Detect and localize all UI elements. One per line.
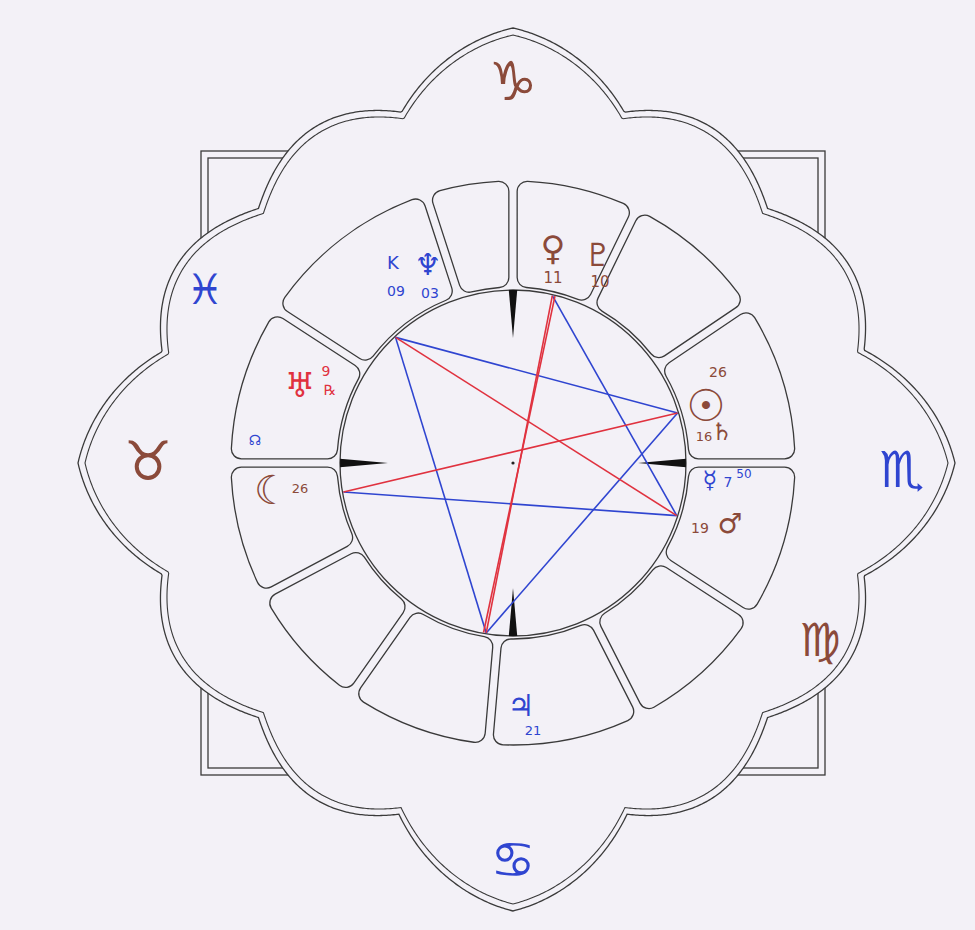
degree-number: 9 bbox=[322, 364, 331, 378]
house-outline bbox=[666, 467, 794, 609]
planet-glyph: ♃ bbox=[508, 691, 535, 721]
degree-number: 16 bbox=[696, 430, 713, 443]
house-outline bbox=[493, 625, 633, 745]
aspect-line bbox=[552, 296, 676, 516]
degree-number: 03 bbox=[421, 286, 439, 300]
planet-glyph: ♂ bbox=[717, 510, 742, 538]
zodiac-sign: ♑ bbox=[489, 55, 537, 109]
axis-marker bbox=[509, 290, 517, 338]
degree-number: 7 bbox=[724, 475, 733, 489]
degree-number: 09 bbox=[387, 284, 405, 298]
aspect-line bbox=[343, 413, 677, 492]
zodiac-sign: ♍ bbox=[799, 617, 840, 663]
planet-glyph: K bbox=[387, 254, 399, 272]
axis-marker bbox=[340, 459, 388, 467]
zodiac-sign: ♏ bbox=[880, 445, 925, 495]
house-outline bbox=[597, 215, 740, 357]
frame-scallop bbox=[78, 28, 955, 911]
house-cell: K 09 ♆ 03 bbox=[384, 247, 444, 303]
planet-glyph: ♅ bbox=[285, 368, 315, 402]
aspect-lines bbox=[343, 296, 677, 633]
planet-glyph: ♇ bbox=[584, 239, 613, 271]
planet-glyph: ☊ bbox=[249, 433, 261, 447]
degree-number: 26 bbox=[709, 365, 727, 379]
house-outline bbox=[517, 181, 629, 300]
frame-scallop-inner bbox=[85, 35, 948, 904]
center-dot bbox=[511, 461, 514, 464]
planet-glyph: ☾ bbox=[254, 470, 290, 510]
aspect-line bbox=[396, 337, 677, 515]
degree-number: 50 bbox=[736, 468, 751, 480]
zodiac-sign: ♓ bbox=[186, 269, 224, 311]
house-outline bbox=[600, 566, 743, 709]
house-outline bbox=[270, 553, 405, 688]
zodiac-sign: ♉ bbox=[124, 435, 172, 489]
inner-circle bbox=[340, 290, 686, 636]
aspect-line bbox=[396, 337, 487, 633]
house-outline bbox=[359, 613, 493, 742]
degree-number: 26 bbox=[292, 482, 309, 495]
house-cell: ♅ 9 ℞ ☊ bbox=[246, 361, 340, 450]
house-outline bbox=[283, 199, 452, 360]
aspect-line bbox=[484, 296, 555, 632]
house-cell: ☿ 750 19 ♂ bbox=[688, 465, 755, 541]
degree-number: 10 bbox=[590, 275, 609, 290]
house-outline bbox=[231, 467, 352, 588]
planet-glyph: ♆ bbox=[415, 250, 442, 280]
planet-glyph: ♀ bbox=[541, 231, 566, 265]
house-cell: ☾26 bbox=[251, 467, 311, 513]
house-wheel bbox=[231, 181, 794, 745]
house-cell: 26☉16♄ bbox=[683, 362, 735, 447]
zodiac-sign: ♋ bbox=[491, 835, 536, 885]
degree-number: 21 bbox=[525, 724, 542, 737]
planet-glyph: ♄ bbox=[711, 420, 733, 444]
axis-marker bbox=[509, 588, 517, 636]
retrograde-mark: ℞ bbox=[324, 383, 337, 397]
house-cell: ♀ 11 ♇ 10 bbox=[538, 228, 616, 293]
house-outline bbox=[231, 317, 359, 459]
degree-number: 19 bbox=[691, 521, 709, 535]
planet-glyph: ☿ bbox=[703, 468, 718, 492]
ornamental-frame bbox=[78, 28, 955, 911]
aspect-line bbox=[486, 413, 677, 633]
house-cell: ♃ 21 bbox=[505, 688, 545, 740]
house-outline bbox=[433, 181, 509, 292]
degree-number: 11 bbox=[543, 271, 562, 286]
